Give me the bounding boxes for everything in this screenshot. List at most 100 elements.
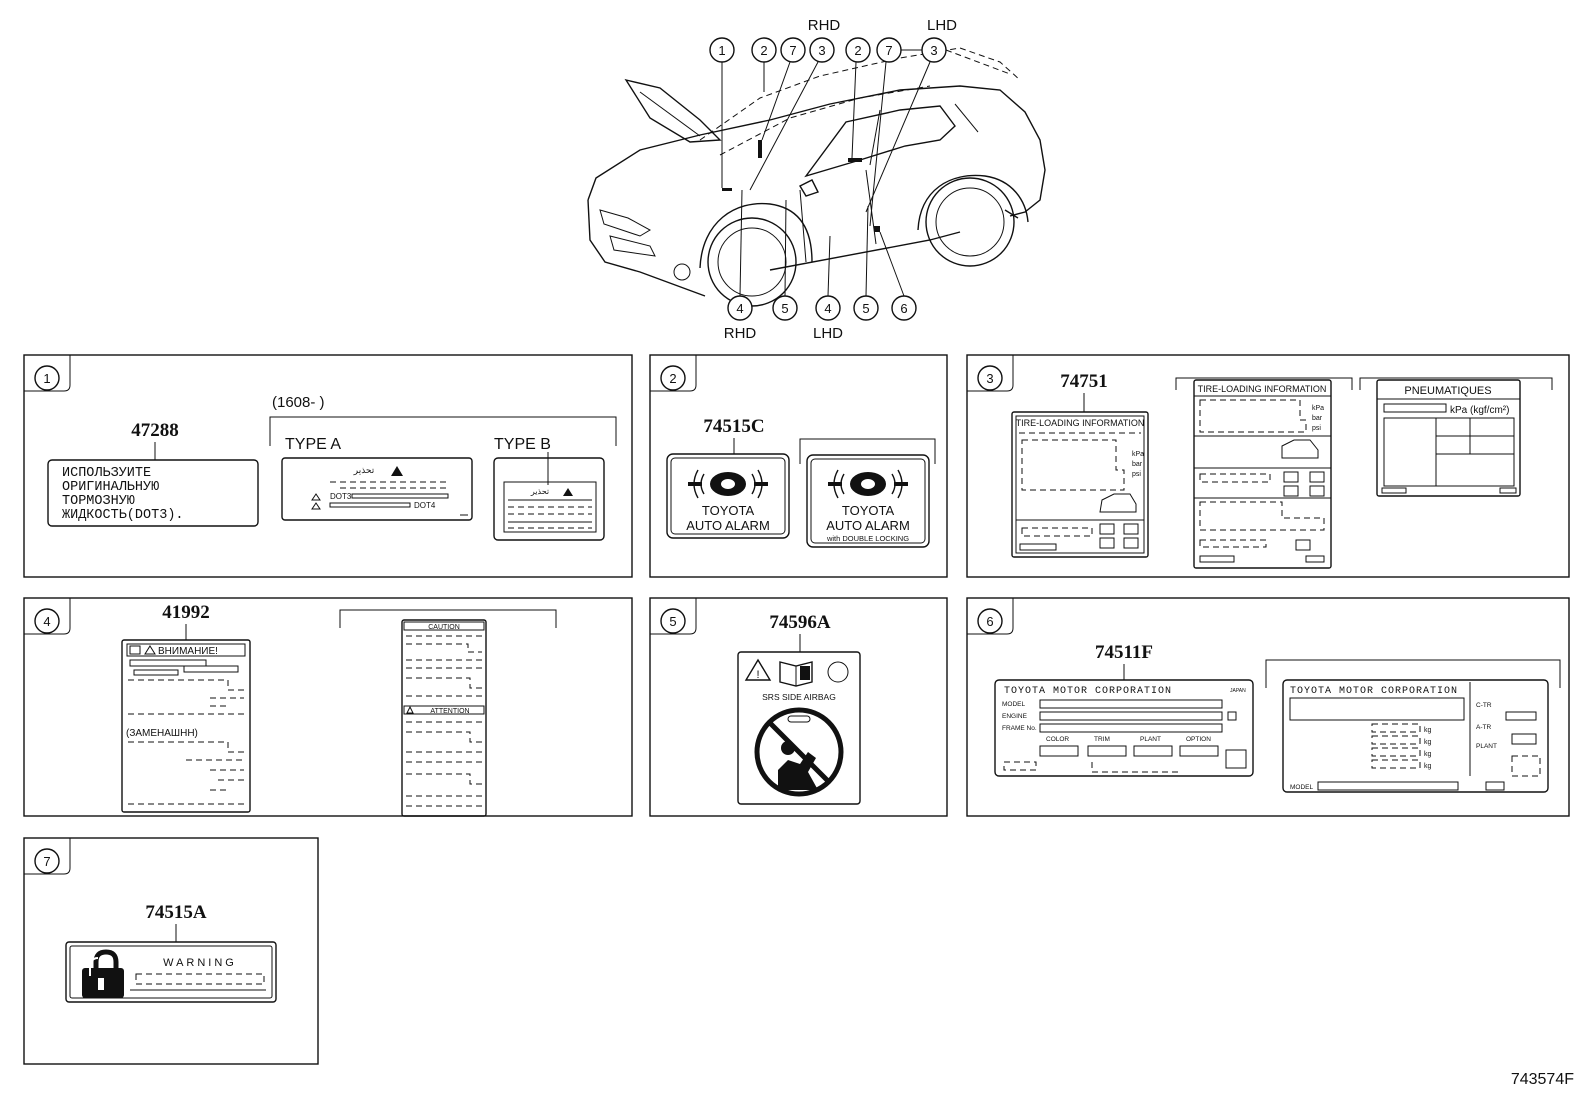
svg-text:ТОРМОЗНУЮ: ТОРМОЗНУЮ [62, 494, 135, 509]
svg-text:kg: kg [1424, 751, 1432, 758]
svg-text:DOT4: DOT4 [414, 501, 436, 510]
svg-text:kPa (kgf/cm²): kPa (kgf/cm²) [1450, 405, 1509, 416]
callout-5-lhd: 5 [853, 205, 879, 321]
svg-text:2: 2 [854, 43, 861, 58]
pneumatiques-label: PNEUMATIQUES kPa (kgf/cm²) [1376, 379, 1521, 497]
svg-text:PLANT: PLANT [1476, 743, 1497, 750]
svg-text:2: 2 [760, 43, 767, 58]
svg-text:تحذير: تحذير [530, 487, 549, 496]
svg-text:bar: bar [1132, 461, 1143, 468]
callout-2-lhd: 2 [845, 37, 871, 159]
svg-text:AUTO ALARM: AUTO ALARM [826, 518, 910, 533]
svg-text:!: ! [756, 669, 759, 681]
svg-text:bar: bar [1312, 415, 1323, 422]
svg-text:5: 5 [862, 301, 869, 316]
auto-alarm-double-locking-badge: TOYOTA AUTO ALARM with DOUBLE LOCKING [806, 454, 930, 548]
srs-side-airbag-sticker: ! SRS SIDE AIRBAG [737, 651, 861, 805]
russian-caution-label: ВНИМАНИЕ! (ЗАМЕНАШНН) [121, 639, 251, 813]
svg-text:TIRE-LOADING INFORMATION: TIRE-LOADING INFORMATION [1198, 384, 1327, 394]
panel-6-vin-plate: 6 74511F TOYOTA MOTOR CORPORATION JAPAN … [966, 597, 1570, 817]
svg-text:6: 6 [900, 301, 907, 316]
callout-3-lhd: 3 [865, 37, 1011, 213]
panel-7-warning-label: 7 74515A WARNING [23, 837, 319, 1065]
svg-text:4: 4 [43, 614, 50, 629]
rhd-bottom-label: RHD [724, 325, 757, 342]
panel-3-tire-loading-label: 3 74751 TIRE-LOADING INFORMATION kPa bar… [966, 354, 1570, 578]
svg-text:COLOR: COLOR [1046, 736, 1069, 743]
svg-text:kg: kg [1424, 727, 1432, 734]
svg-text:CAUTION: CAUTION [428, 624, 460, 631]
callout-4-lhd: 4 [815, 235, 841, 321]
svg-text:DOT3: DOT3 [330, 492, 352, 501]
svg-text:7: 7 [789, 43, 796, 58]
warning-icon [744, 658, 772, 681]
warning-icon [406, 705, 414, 714]
svg-text:ОРИГИНАЛЬНУЮ: ОРИГИНАЛЬНУЮ [62, 480, 159, 495]
svg-text:TOYOTA: TOYOTA [702, 503, 755, 518]
panel-2-auto-alarm-label: 2 74515C TOYOTA AUTO ALARM TOYOTA AUTO A… [649, 354, 948, 578]
svg-text:2: 2 [669, 371, 676, 386]
svg-text:kPa: kPa [1132, 451, 1144, 458]
warning-lock-sticker: WARNING [65, 941, 277, 1003]
svg-text:تحذير: تحذير [353, 465, 375, 476]
type-a-label: TYPE A [285, 436, 341, 453]
part-number-41992: 41992 [162, 602, 210, 623]
type-b-label: TYPE B [494, 436, 551, 453]
warning-icon [563, 488, 573, 496]
car-illustration [587, 47, 1046, 307]
svg-text:MODEL: MODEL [1290, 784, 1314, 791]
svg-text:TOYOTA MOTOR CORPORATION: TOYOTA MOTOR CORPORATION [1290, 686, 1458, 697]
svg-text:kg: kg [1424, 739, 1432, 746]
warning-icon [311, 493, 321, 501]
svg-text:7: 7 [43, 854, 50, 869]
svg-text:C-TR: C-TR [1476, 702, 1492, 709]
vehicle-icon [1281, 439, 1319, 459]
tire-label-1: TIRE-LOADING INFORMATION kPa bar psi [1011, 411, 1149, 558]
callout-7-rhd: 7 [761, 37, 806, 141]
svg-text:1: 1 [718, 43, 725, 58]
svg-text:TOYOTA MOTOR CORPORATION: TOYOTA MOTOR CORPORATION [1004, 686, 1172, 697]
vin-plate-2: TOYOTA MOTOR CORPORATION kg kg kg kg C-T… [1282, 679, 1549, 793]
svg-text:5: 5 [669, 614, 676, 629]
svg-text:TOYOTA: TOYOTA [842, 503, 895, 518]
warning-icon [311, 502, 321, 510]
callout-7-lhd: 7 [869, 37, 902, 227]
svg-text:6: 6 [986, 614, 993, 629]
callout-5-rhd: 5 [772, 199, 798, 321]
padlock-icon [82, 949, 124, 998]
callout-4-rhd: 4 [727, 189, 753, 321]
svg-text:PLANT: PLANT [1140, 736, 1161, 743]
panel-1-brake-fluid-label: 1 (1608- ) 47288 ИСПОЛЬЗУИТЕ ОРИГИНАЛЬНУ… [23, 354, 633, 578]
lhd-top-label: LHD [927, 17, 957, 34]
panel-4-caution-label: 4 41992 ВНИМАНИЕ! (ЗАМЕНАШНН) CAUTION [23, 597, 633, 817]
svg-text:ЖИДКОСТЬ(DOT3).: ЖИДКОСТЬ(DOT3). [62, 508, 184, 523]
vin-plate-1: TOYOTA MOTOR CORPORATION JAPAN MODEL ENG… [994, 679, 1254, 777]
warning-icon [144, 645, 156, 655]
svg-text:SRS SIDE AIRBAG: SRS SIDE AIRBAG [762, 692, 836, 702]
part-number-47288: 47288 [131, 420, 179, 441]
svg-text:4: 4 [824, 301, 831, 316]
svg-text:3: 3 [818, 43, 825, 58]
svg-text:kPa: kPa [1312, 405, 1324, 412]
svg-text:psi: psi [1132, 471, 1141, 478]
type-b-sticker: تحذير [493, 457, 605, 541]
svg-text:kg: kg [1424, 763, 1432, 770]
tire-label-2: TIRE-LOADING INFORMATION kPa bar psi [1193, 379, 1332, 569]
date-range-label: (1608- ) [272, 394, 325, 411]
svg-text:3: 3 [930, 43, 937, 58]
lhd-bottom-label: LHD [813, 325, 843, 342]
part-number-74515C: 74515C [703, 416, 764, 437]
indicator-circle-icon [827, 661, 849, 683]
svg-text:JAPAN: JAPAN [1230, 688, 1246, 694]
figure-code: 743574F [1510, 1071, 1574, 1088]
panel-5-srs-airbag-label: 5 74596A ! SRS SIDE AIRBAG [649, 597, 948, 817]
callout-1: 1 [709, 37, 735, 188]
svg-text:AUTO ALARM: AUTO ALARM [686, 518, 770, 533]
svg-text:ИСПОЛЬЗУИТЕ: ИСПОЛЬЗУИТЕ [62, 466, 151, 481]
svg-text:TIRE-LOADING INFORMATION: TIRE-LOADING INFORMATION [1016, 418, 1145, 428]
bottom-callouts: 4 5 4 5 6 RHD LHD [724, 189, 917, 342]
svg-text:5: 5 [781, 301, 788, 316]
svg-text:TRIM: TRIM [1094, 736, 1110, 743]
svg-text:OPTION: OPTION [1186, 736, 1211, 743]
